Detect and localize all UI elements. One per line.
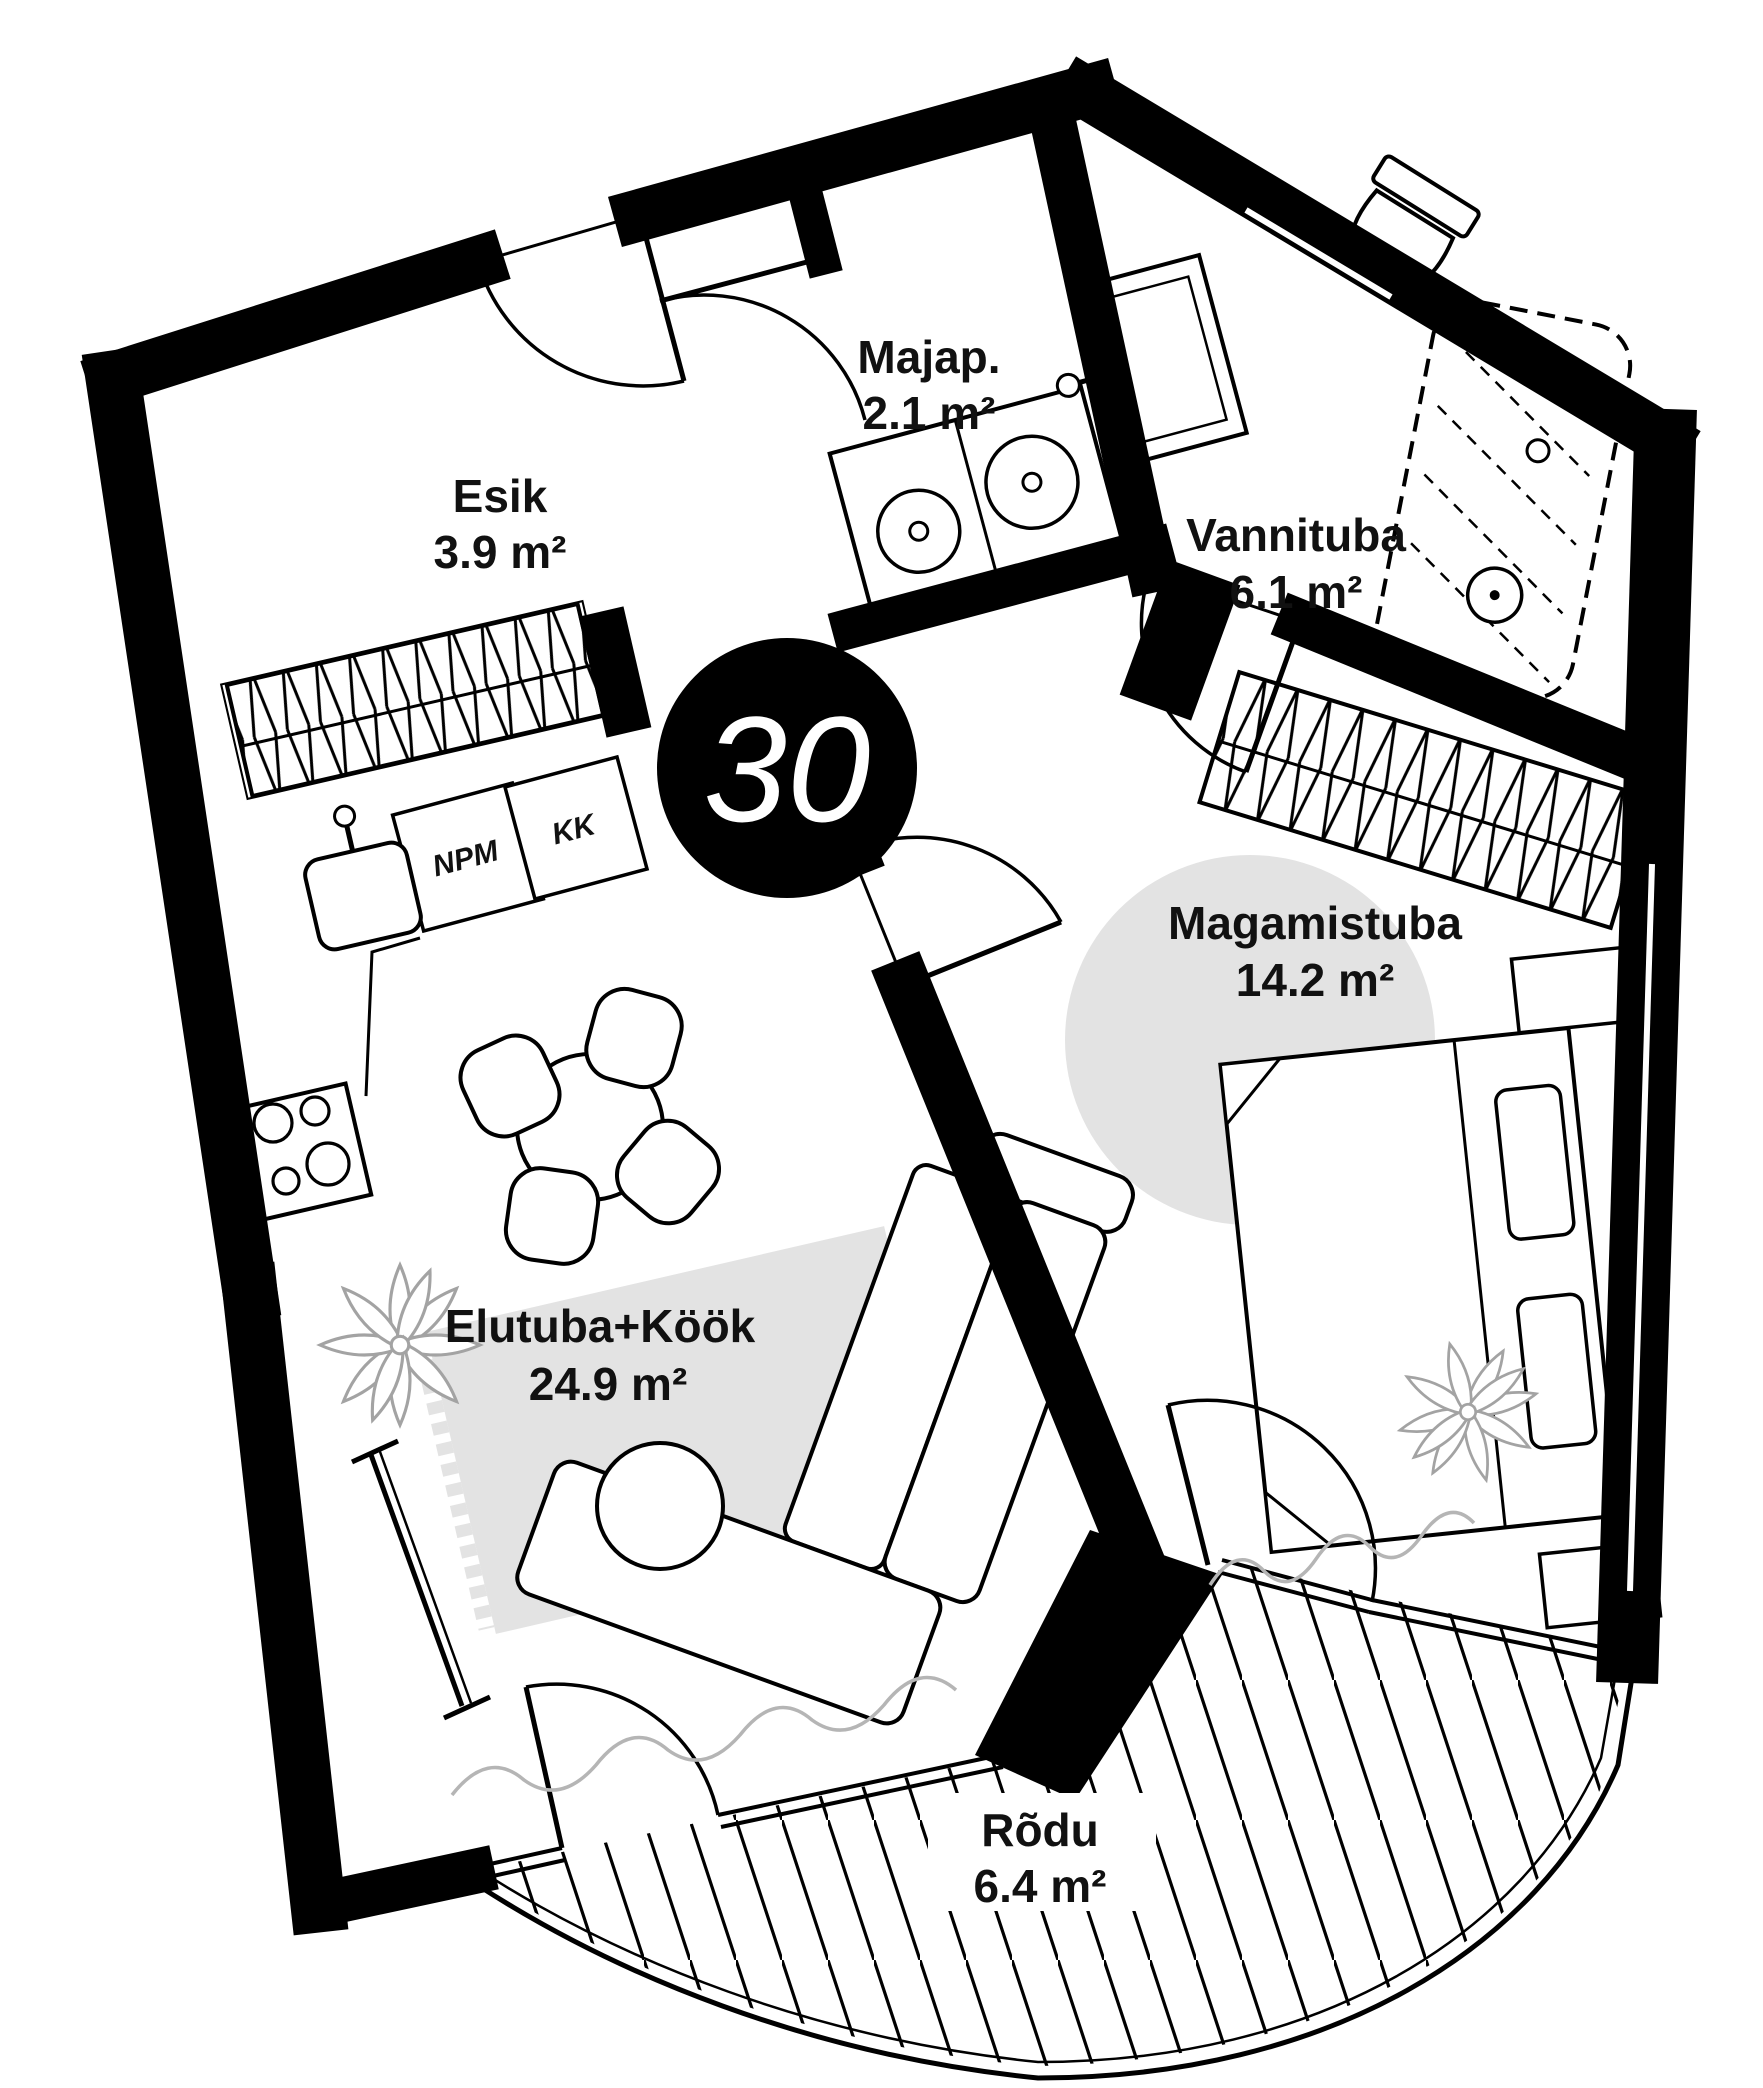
wall-stub-bedroom-nw	[1119, 559, 1241, 721]
curtain-bedroom	[1208, 1510, 1476, 1586]
dining-chair	[503, 1166, 601, 1266]
living-window	[471, 1753, 1004, 1882]
dining-chair	[614, 1118, 722, 1226]
room-area-vannituba: 6.1 m²	[1230, 566, 1363, 618]
room-label-magamistuba: Magamistuba	[1168, 897, 1462, 949]
window-mullion-icon	[350, 1438, 492, 1721]
bedroom-door	[849, 835, 1063, 988]
unit-badge-circle	[657, 638, 917, 898]
nightstand-top	[1509, 945, 1635, 1035]
room-label-esik: Esik	[453, 470, 548, 522]
room-area-majap: 2.1 m²	[863, 387, 996, 439]
cabinet-box	[502, 754, 650, 902]
hall-wardrobe-icon	[219, 599, 611, 801]
room-label-rodu: Rõdu	[981, 1804, 1099, 1856]
room-area-esik: 3.9 m²	[434, 526, 567, 578]
divider-tee-wall	[975, 1530, 1222, 1800]
unit-badge: 30	[657, 638, 917, 898]
room-label-majap: Majap.	[857, 331, 1000, 383]
dining-chair	[584, 986, 684, 1090]
coffee-table-icon	[595, 1441, 725, 1571]
wall-stub-wardrobe	[578, 606, 652, 738]
room-area-rodu: 6.4 m²	[974, 1860, 1107, 1912]
balcony-label-backdrop	[928, 1793, 1156, 1911]
wall-window-chamfer	[1244, 207, 1393, 300]
wall-window-right	[1627, 863, 1655, 1592]
room-area-magamistuba: 14.2 m²	[1236, 954, 1395, 1006]
bathroom-door	[1139, 570, 1303, 774]
dining-chair	[458, 1033, 562, 1139]
kitchen-sink-icon	[303, 804, 423, 952]
curtain-living	[450, 1675, 958, 1797]
balcony-railing-inner	[463, 1649, 1622, 2064]
entry-door	[476, 213, 687, 388]
room-label-vannituba: Vannituba	[1186, 509, 1406, 561]
living-balcony-door	[523, 1682, 720, 1849]
room-area-elutuba: 24.9 m²	[529, 1358, 688, 1410]
balcony-railing-outer	[450, 1651, 1639, 2081]
bed-icon	[1218, 1025, 1622, 1555]
room-label-elutuba: Elutuba+Köök	[445, 1300, 756, 1352]
kitchen-counter-edge	[364, 936, 421, 1097]
unit-badge-number: 30	[704, 685, 871, 853]
utility-door	[659, 255, 867, 421]
